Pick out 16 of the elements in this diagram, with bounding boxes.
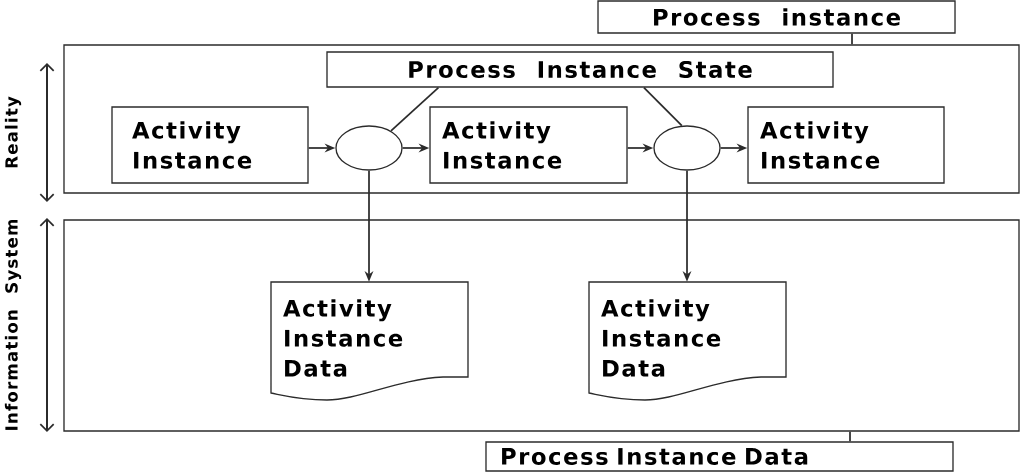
state-box: Process Instance State xyxy=(326,51,834,88)
connector-line xyxy=(390,86,440,132)
panel xyxy=(63,44,1020,194)
text-box: Process Instance Data xyxy=(485,441,954,472)
connector-line xyxy=(849,430,851,443)
activity-box: Activity Instance xyxy=(747,106,945,184)
side-label: Information System xyxy=(4,219,22,430)
activity-box: Activity Instance xyxy=(429,106,628,184)
connector-line xyxy=(851,32,853,46)
activity-box: Activity Instance xyxy=(111,106,309,184)
text-box: Process instance xyxy=(597,0,956,34)
ellipse xyxy=(335,125,403,171)
side-label: Reality xyxy=(4,96,22,168)
connector-line xyxy=(643,86,683,127)
panel xyxy=(63,219,1020,432)
ellipse xyxy=(653,125,721,171)
